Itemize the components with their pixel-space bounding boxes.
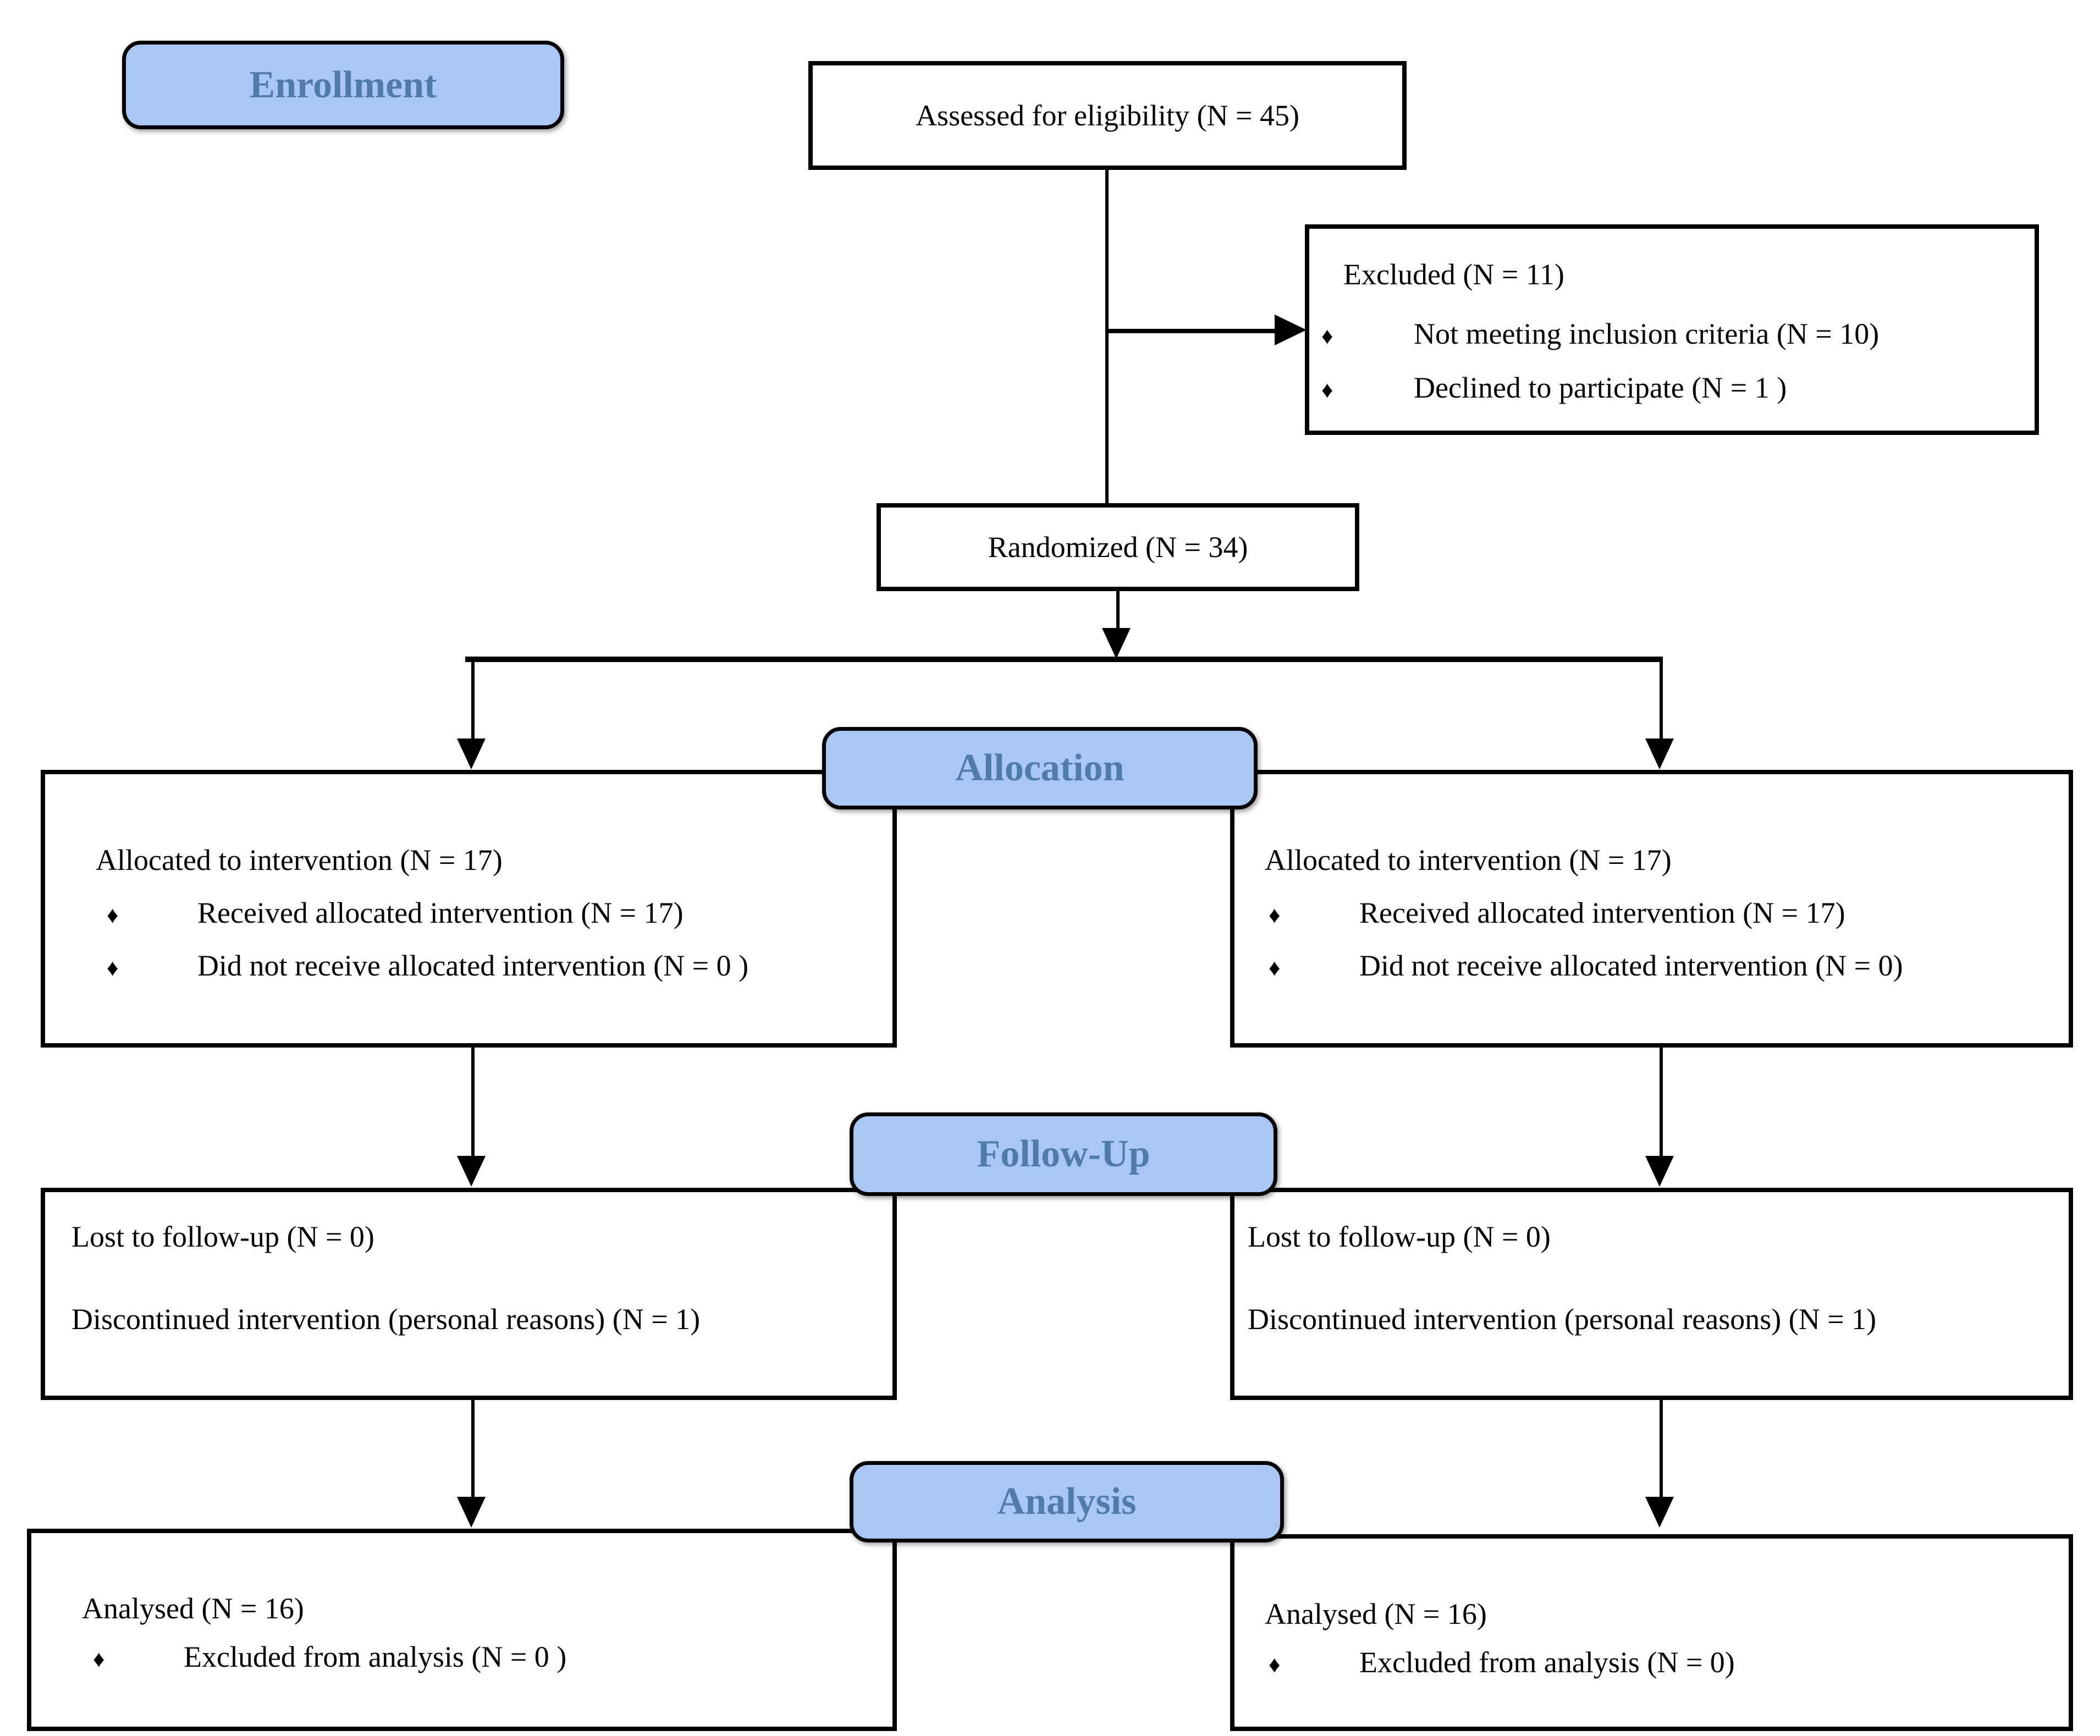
connector-branch-horizontal [465, 657, 1663, 662]
excluded-bullet-1-text: Not meeting inclusion criteria (N = 10) [1414, 317, 1879, 351]
allocation-right-bullet-2: ♦ Did not receive allocated intervention… [1269, 949, 2069, 983]
arrowhead-analysis-right-icon [1645, 1497, 1674, 1528]
connector-alloc-to-followup-left [471, 1048, 475, 1158]
stage-analysis-label: Analysis [997, 1480, 1137, 1523]
stage-enrollment: Enrollment [122, 41, 564, 129]
connector-followup-to-analysis-left [471, 1400, 475, 1499]
randomized-text: Randomized (N = 34) [988, 530, 1248, 564]
diamond-bullet-icon: ♦ [1321, 378, 1333, 404]
excluded-box: Excluded (N = 11) ♦ Not meeting inclusio… [1305, 224, 2039, 435]
arrowhead-allocation-left-icon [457, 739, 486, 769]
stage-followup: Follow-Up [850, 1112, 1277, 1196]
allocation-left-bullet-1-text: Received allocated intervention (N = 17) [197, 896, 684, 930]
analysis-right-bullet-1-text: Excluded from analysis (N = 0) [1359, 1646, 1735, 1679]
connector-followup-to-analysis-right [1660, 1400, 1663, 1499]
arrowhead-branch-icon [1102, 628, 1131, 659]
connector-randomized-down [1116, 591, 1120, 631]
analysis-left-box: Analysed (N = 16) ♦ Excluded from analys… [27, 1529, 897, 1731]
allocation-left-bullet-2: ♦ Did not receive allocated intervention… [107, 949, 892, 983]
followup-right-box: Lost to follow-up (N = 0) Discontinued i… [1230, 1188, 2073, 1400]
excluded-bullet-2: ♦ Declined to participate (N = 1 ) [1321, 371, 2035, 405]
diamond-bullet-icon: ♦ [107, 903, 119, 929]
diamond-bullet-icon: ♦ [1269, 903, 1281, 929]
diamond-bullet-icon: ♦ [1321, 324, 1333, 350]
diamond-bullet-icon: ♦ [93, 1647, 105, 1673]
allocation-right-bullet-2-text: Did not receive allocated intervention (… [1359, 949, 1903, 983]
allocation-right-bullet-1: ♦ Received allocated intervention (N = 1… [1269, 896, 2069, 930]
assessed-box: Assessed for eligibility (N = 45) [808, 61, 1407, 170]
followup-left-box: Lost to follow-up (N = 0) Discontinued i… [41, 1188, 897, 1400]
allocation-left-title: Allocated to intervention (N = 17) [96, 844, 503, 877]
assessed-text: Assessed for eligibility (N = 45) [916, 98, 1299, 132]
analysis-left-bullet-1: ♦ Excluded from analysis (N = 0 ) [93, 1640, 892, 1674]
analysis-right-bullet-1: ♦ Excluded from analysis (N = 0) [1269, 1645, 2069, 1679]
connector-alloc-to-followup-right [1660, 1048, 1663, 1158]
randomized-box: Randomized (N = 34) [877, 503, 1359, 591]
allocation-left-bullet-1: ♦ Received allocated intervention (N = 1… [107, 896, 892, 930]
stage-allocation: Allocation [822, 727, 1258, 809]
stage-enrollment-label: Enrollment [249, 63, 437, 106]
stage-allocation-label: Allocation [955, 747, 1125, 789]
analysis-right-box: Analysed (N = 16) ♦ Excluded from analys… [1230, 1534, 2073, 1731]
connector-branch-right-drop [1660, 657, 1663, 742]
allocation-left-bullet-2-text: Did not receive allocated intervention (… [197, 949, 749, 983]
diamond-bullet-icon: ♦ [1269, 1652, 1281, 1678]
followup-right-line2: Discontinued intervention (personal reas… [1248, 1303, 1877, 1336]
arrowhead-allocation-right-icon [1645, 739, 1674, 769]
stage-analysis: Analysis [850, 1461, 1284, 1542]
allocation-right-box: Allocated to intervention (N = 17) ♦ Rec… [1230, 770, 2073, 1048]
diamond-bullet-icon: ♦ [1269, 956, 1281, 982]
diamond-bullet-icon: ♦ [107, 956, 119, 982]
connector-branch-left-drop [471, 657, 475, 742]
stage-followup-label: Follow-Up [977, 1133, 1150, 1175]
arrowhead-excluded-icon [1275, 315, 1307, 345]
followup-right-line1: Lost to follow-up (N = 0) [1248, 1220, 1551, 1253]
connector-branch-to-excluded [1107, 329, 1277, 333]
analysis-left-bullet-1-text: Excluded from analysis (N = 0 ) [184, 1640, 567, 1674]
allocation-right-bullet-1-text: Received allocated intervention (N = 17) [1359, 896, 1845, 930]
analysis-left-title: Analysed (N = 16) [82, 1592, 304, 1625]
excluded-bullet-1: ♦ Not meeting inclusion criteria (N = 10… [1321, 317, 2035, 351]
allocation-left-box: Allocated to intervention (N = 17) ♦ Rec… [41, 770, 897, 1048]
excluded-bullet-2-text: Declined to participate (N = 1 ) [1414, 371, 1787, 405]
arrowhead-followup-left-icon [457, 1156, 486, 1187]
followup-left-line2: Discontinued intervention (personal reas… [71, 1303, 701, 1336]
arrowhead-followup-right-icon [1645, 1156, 1674, 1187]
excluded-title: Excluded (N = 11) [1343, 258, 1564, 291]
connector-assessed-to-randomized [1105, 170, 1109, 503]
followup-left-line1: Lost to follow-up (N = 0) [71, 1220, 374, 1253]
analysis-right-title: Analysed (N = 16) [1265, 1597, 1487, 1630]
arrowhead-analysis-left-icon [457, 1497, 486, 1528]
allocation-right-title: Allocated to intervention (N = 17) [1265, 844, 1672, 877]
